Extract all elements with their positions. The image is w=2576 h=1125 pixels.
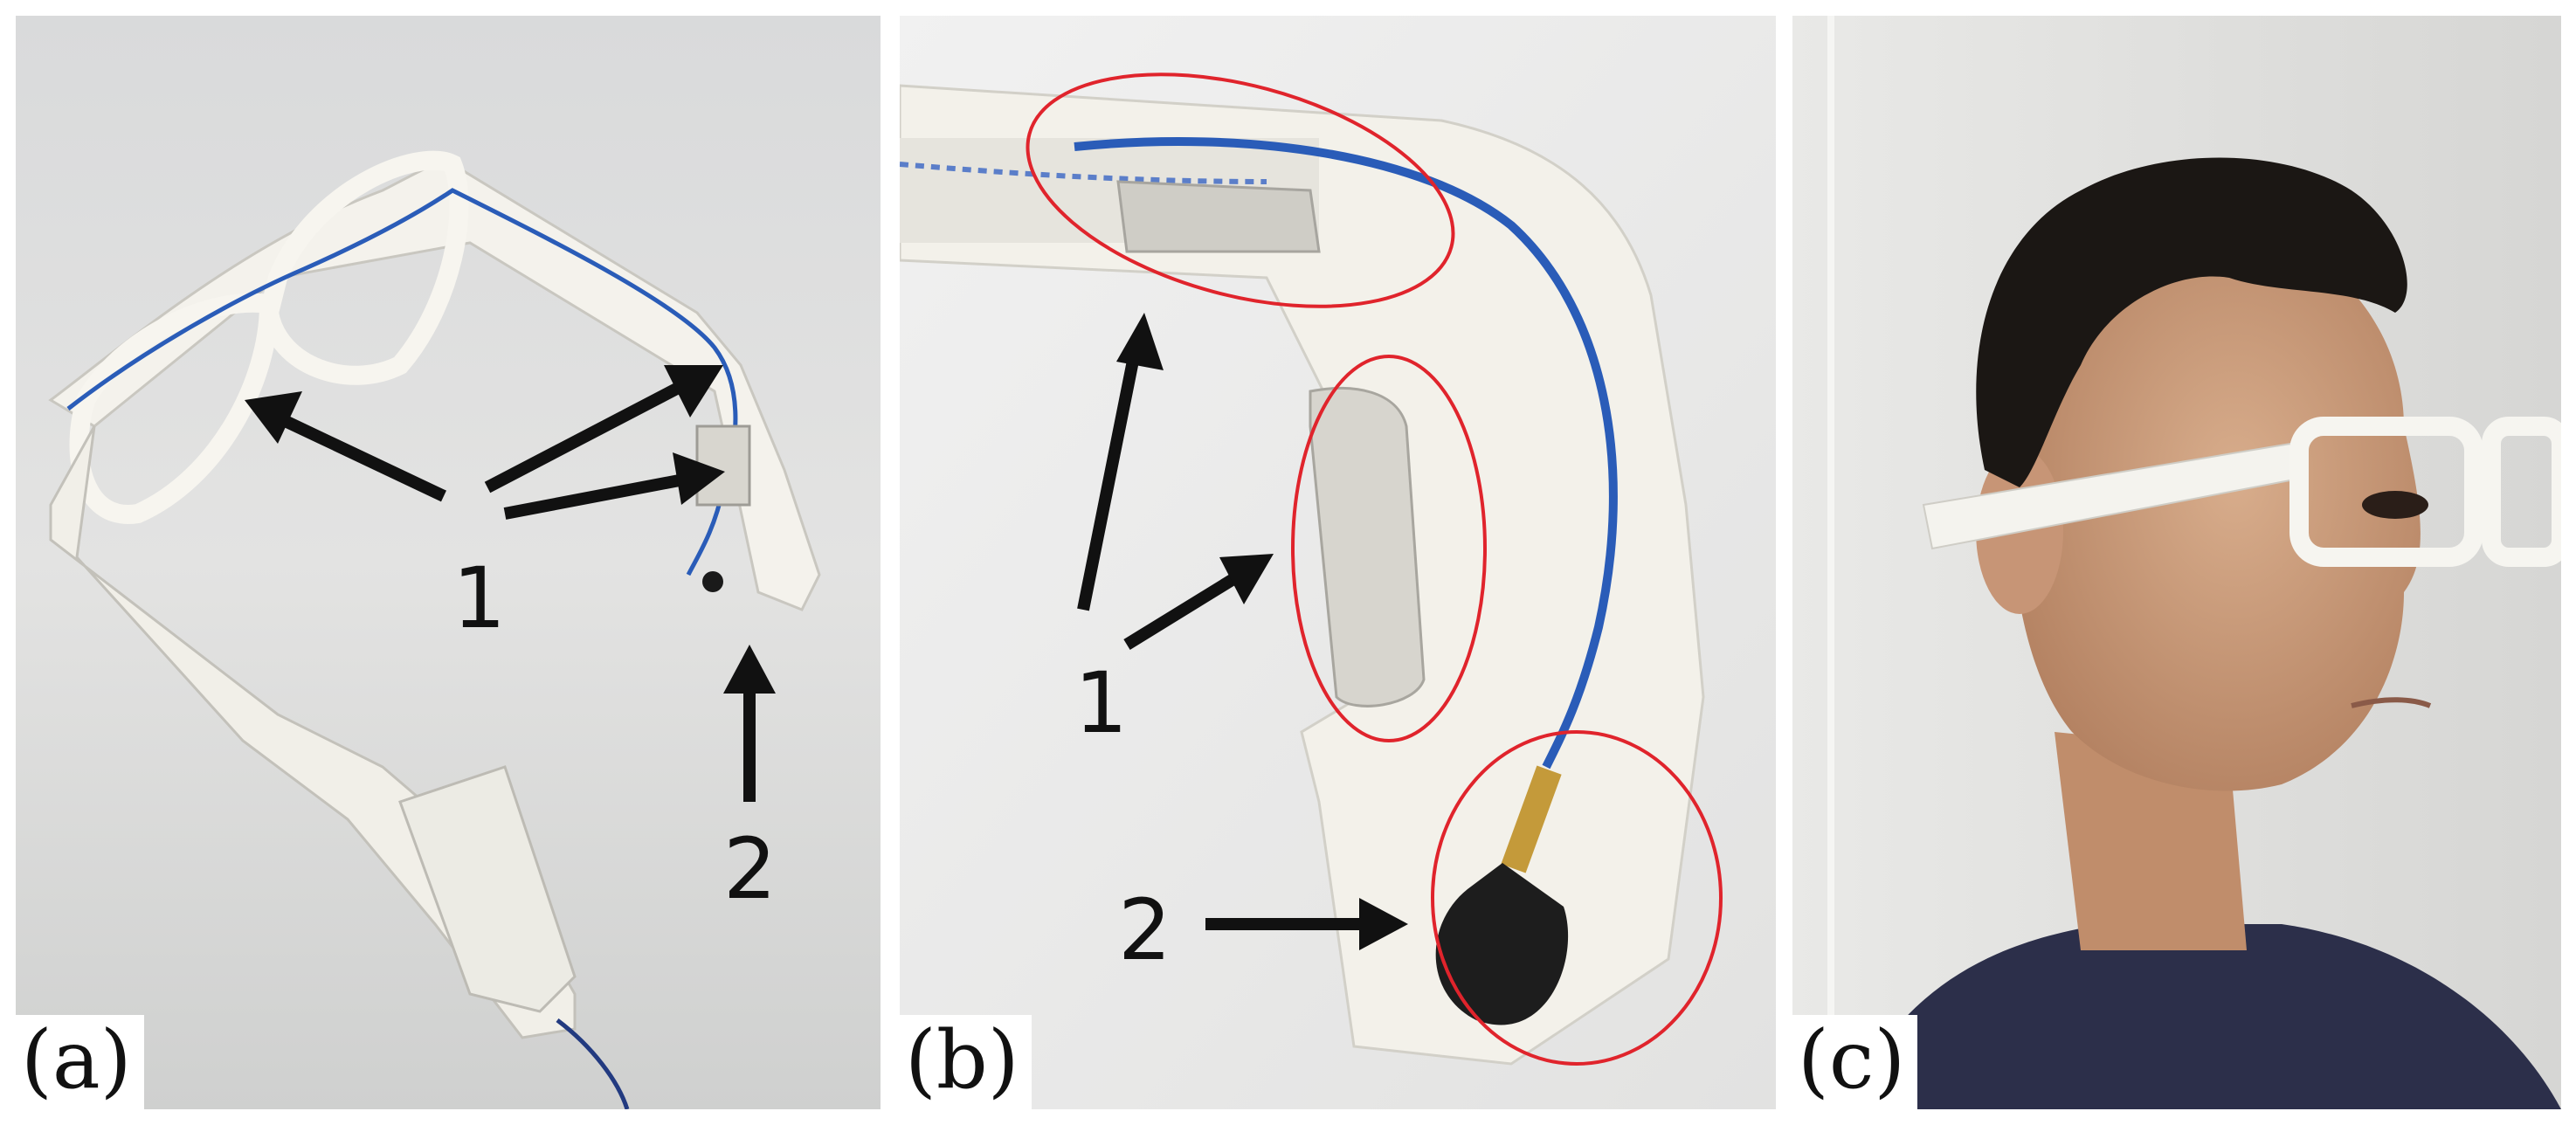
callout-number-1: 1 — [452, 549, 506, 647]
glasses-frame-photo: 1 2 — [16, 16, 881, 1109]
panel-label-a: (a) — [16, 1015, 144, 1109]
panel-c-photo: (c) — [1792, 16, 2561, 1109]
panel-label-b: (b) — [900, 1015, 1032, 1109]
sensor-closeup-photo: 1 2 — [900, 16, 1776, 1109]
person-wearing-glasses-photo — [1792, 16, 2561, 1109]
panel-b-photo: 1 2 (b) — [900, 16, 1776, 1109]
panel-label-c: (c) — [1792, 1015, 1918, 1109]
callout-number-1: 1 — [1074, 654, 1128, 752]
callout-number-2: 2 — [723, 820, 777, 918]
panel-a-photo: 1 2 (a) — [16, 16, 881, 1109]
callout-number-2: 2 — [1118, 881, 1171, 979]
